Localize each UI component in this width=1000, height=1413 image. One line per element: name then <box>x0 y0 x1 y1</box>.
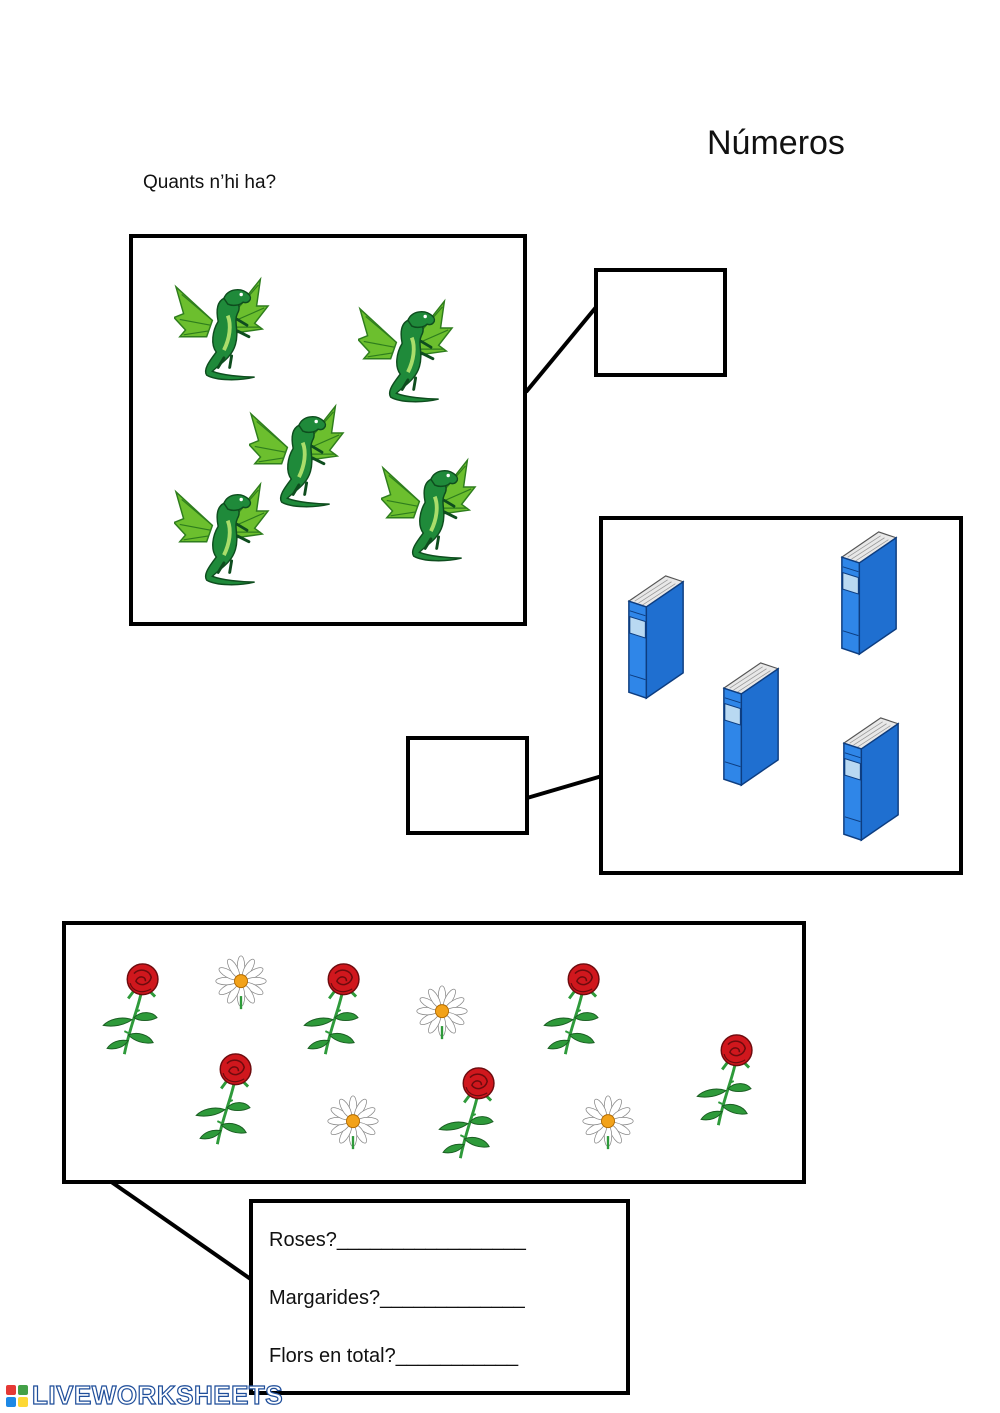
daisies-question[interactable]: Margarides?_____________ <box>269 1287 525 1309</box>
red-rose-icon <box>434 1066 504 1162</box>
green-dragon-icon <box>174 275 270 385</box>
liveworksheets-logo: LIVEWORKSHEETS <box>6 1379 284 1411</box>
daisy-icon <box>414 985 470 1041</box>
red-rose-icon <box>98 962 168 1058</box>
blue-book-icon <box>721 661 781 787</box>
blue-book-icon <box>839 530 899 656</box>
green-dragon-icon <box>381 456 477 566</box>
red-rose-icon <box>692 1033 762 1129</box>
logo-mark-icon <box>6 1384 28 1407</box>
red-rose-icon <box>191 1052 261 1148</box>
flower-questions-box: Roses?_________________ Margarides?_____… <box>249 1199 630 1395</box>
books-box <box>599 516 963 875</box>
blue-book-icon <box>841 716 901 842</box>
dragons-answer-box[interactable] <box>594 268 727 377</box>
flowers-box <box>62 921 806 1184</box>
books-answer-box[interactable] <box>406 736 529 835</box>
connector-flowers <box>108 1179 254 1282</box>
roses-question[interactable]: Roses?_________________ <box>269 1229 526 1251</box>
blue-book-icon <box>626 574 686 700</box>
total-flowers-question[interactable]: Flors en total?___________ <box>269 1345 519 1367</box>
red-rose-icon <box>299 962 369 1058</box>
connector-books <box>526 774 603 800</box>
daisy-icon <box>213 955 269 1011</box>
daisy-icon <box>325 1095 381 1151</box>
logo-text: LIVEWORKSHEETS <box>31 1379 284 1410</box>
question-text: Quants n’hi ha? <box>143 172 277 193</box>
green-dragon-icon <box>358 297 454 407</box>
connector-dragons <box>524 304 599 394</box>
daisy-icon <box>580 1095 636 1151</box>
green-dragon-icon <box>174 480 270 590</box>
red-rose-icon <box>539 962 609 1058</box>
page-title: Números <box>707 124 845 162</box>
